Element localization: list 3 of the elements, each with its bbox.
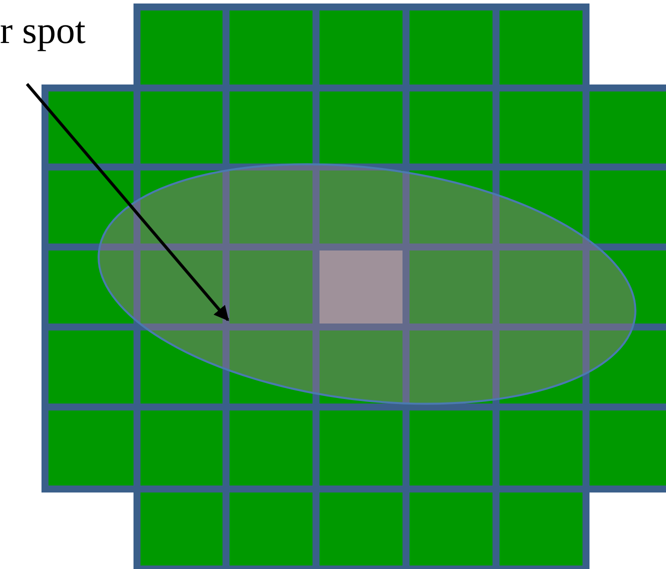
laser-spot-ellipse [98, 163, 636, 405]
leader-arrow [26, 83, 230, 322]
callout-label: r spot [0, 12, 86, 50]
